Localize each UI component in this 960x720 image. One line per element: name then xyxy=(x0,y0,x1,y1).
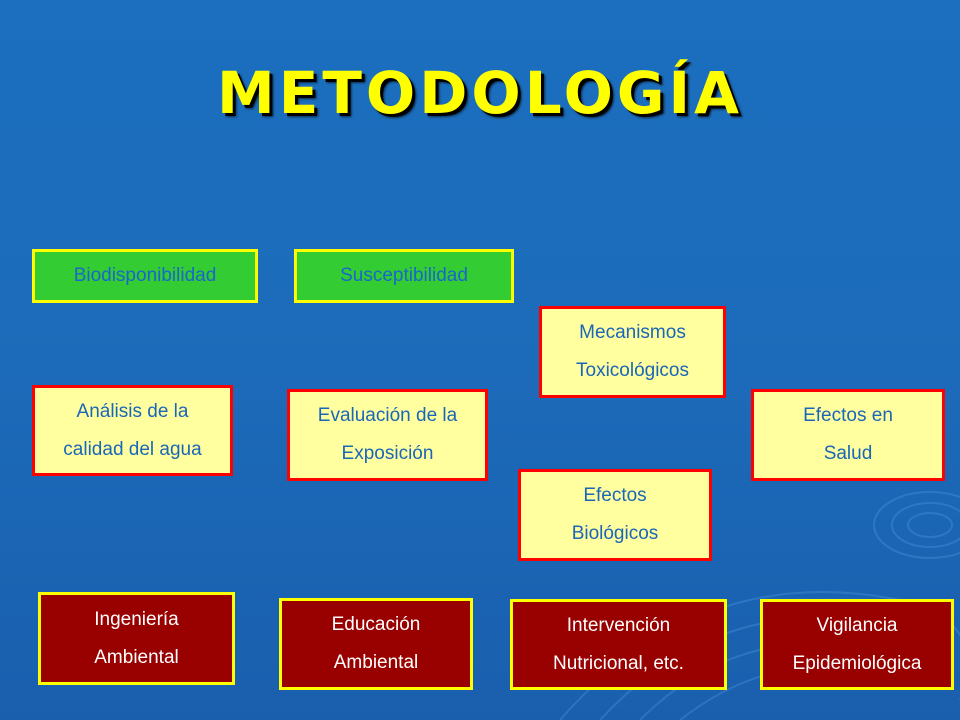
evaluacion-exposicion-box: Evaluación de la Exposición xyxy=(287,389,488,481)
slide-title: METODOLOGÍA xyxy=(217,59,743,127)
efectos-salud-line-2: Salud xyxy=(823,443,873,464)
biodisponibilidad-box: Biodisponibilidad xyxy=(32,249,258,303)
efectos-biologicos-line-2: Biológicos xyxy=(571,523,659,544)
efectos-biologicos-box: Efectos Biológicos xyxy=(518,469,712,561)
analisis-line-2: calidad del agua xyxy=(63,438,202,460)
vigilancia-line-2: Epidemiológica xyxy=(792,652,922,674)
analisis-line-1: Análisis de la xyxy=(76,400,189,422)
educacion-line-1: Educación xyxy=(331,614,421,635)
evaluacion-line-1: Evaluación de la xyxy=(317,405,458,426)
educacion-ambiental-box: Educación Ambiental xyxy=(279,598,473,690)
ingenieria-line-1: Ingeniería xyxy=(94,608,179,630)
efectos-salud-line-1: Efectos en xyxy=(803,405,893,426)
ingenieria-line-2: Ambiental xyxy=(94,646,179,668)
intervencion-nutricional-box: Intervención Nutricional, etc. xyxy=(510,599,727,690)
vigilancia-line-1: Vigilancia xyxy=(816,614,898,636)
mecanismos-toxicologicos-box: Mecanismos Toxicológicos xyxy=(539,306,726,398)
ingenieria-ambiental-box: Ingeniería Ambiental xyxy=(38,592,235,685)
efectos-biologicos-line-1: Efectos xyxy=(583,485,647,506)
susceptibilidad-label: Susceptibilidad xyxy=(340,265,468,286)
biodisponibilidad-label: Biodisponibilidad xyxy=(73,265,217,286)
evaluacion-line-2: Exposición xyxy=(341,443,434,464)
intervencion-line-1: Intervención xyxy=(566,614,671,636)
analisis-calidad-agua-box: Análisis de la calidad del agua xyxy=(32,385,233,476)
vigilancia-epidemiologica-box: Vigilancia Epidemiológica xyxy=(760,599,954,690)
mecanismos-line-2: Toxicológicos xyxy=(576,360,689,381)
efectos-salud-box: Efectos en Salud xyxy=(751,389,945,481)
susceptibilidad-box: Susceptibilidad xyxy=(294,249,514,303)
mecanismos-line-1: Mecanismos xyxy=(579,322,686,343)
educacion-line-2: Ambiental xyxy=(333,652,419,673)
intervencion-line-2: Nutricional, etc. xyxy=(553,652,684,674)
